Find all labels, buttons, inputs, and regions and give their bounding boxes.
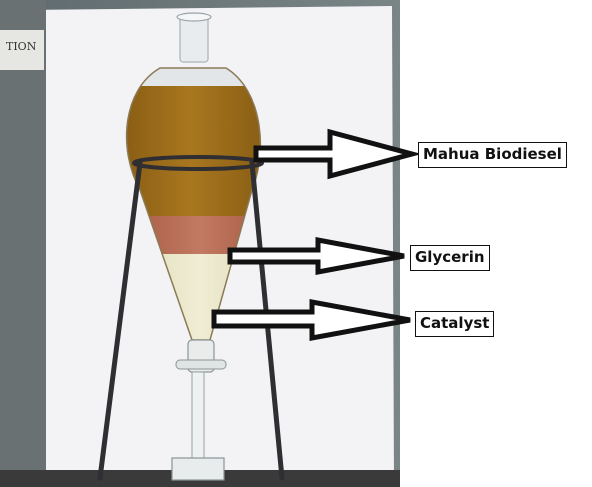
beaker (171, 457, 225, 481)
poster-paper (0, 30, 44, 70)
arrow-glycerin (227, 236, 405, 276)
poster-edge (0, 0, 46, 487)
arrow-biodiesel (253, 128, 422, 180)
separating-funnel-photo: TION (0, 0, 400, 487)
label-mahua-biodiesel: Mahua Biodiesel (418, 142, 567, 168)
corner-text: TION (6, 40, 37, 53)
label-glycerin: Glycerin (410, 245, 490, 271)
biodiesel-layer (126, 86, 261, 218)
arrow-catalyst (211, 298, 411, 342)
label-catalyst: Catalyst (415, 311, 495, 337)
stand-ring (132, 155, 264, 171)
stopcock-handle (175, 359, 227, 370)
funnel-mouth (176, 12, 212, 22)
stand-leg-left (97, 160, 143, 481)
